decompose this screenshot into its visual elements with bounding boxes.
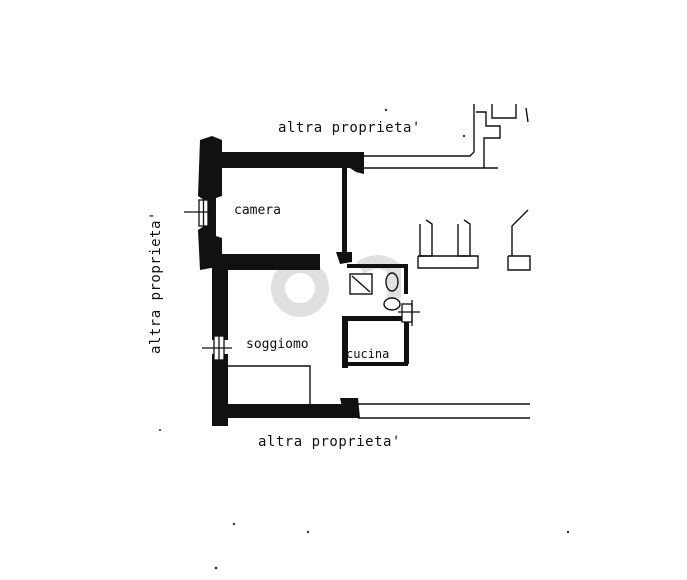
label-room-soggiorno: soggiomo [246, 337, 309, 352]
wall-cucina-right [404, 312, 409, 364]
wall-bagno-right [404, 264, 408, 294]
wall-cucina-bottom [346, 362, 408, 366]
wall-top-end [350, 152, 364, 174]
wall-cucina-left [342, 316, 348, 368]
window-bagno [401, 303, 413, 323]
wall-soggiorno-left [212, 270, 228, 340]
walls [198, 136, 409, 426]
label-top-neighbor: altra proprieta' [278, 120, 421, 136]
wall-cucina-top [346, 316, 402, 321]
sink [383, 297, 401, 311]
balcony-left [419, 219, 433, 257]
wall-interior-corner [336, 252, 352, 264]
wall-camera-soggiorno [212, 254, 320, 270]
wall-bottom-end [340, 398, 360, 418]
stair-top-right-2 [491, 104, 517, 119]
windows [184, 199, 420, 361]
toilet [385, 272, 399, 292]
label-room-cucina: cucina [346, 347, 389, 361]
boundary-top [362, 104, 475, 157]
bath-fixture-box [349, 273, 373, 295]
soggiorno-counter [228, 365, 311, 404]
wall-top [212, 152, 362, 168]
tick-top-right [525, 107, 529, 123]
stair-top-right [476, 111, 501, 168]
balcony-base [417, 255, 479, 269]
label-left-neighbor: altra proprieta' [148, 211, 164, 354]
balcony-right [457, 219, 471, 257]
scan-specks [159, 108, 570, 570]
label-bottom-neighbor: altra proprieta' [258, 434, 401, 450]
wall-bagno-top [347, 264, 407, 268]
wall-bottom [212, 404, 358, 418]
right-fragment-base [507, 255, 531, 271]
bath-fixture-diag [351, 275, 371, 293]
thin-lines [228, 104, 531, 419]
wall-camera-left [198, 136, 222, 270]
label-room-camera: camera [234, 203, 281, 218]
right-fragment [511, 209, 529, 256]
wall-interior-vertical [342, 168, 347, 258]
